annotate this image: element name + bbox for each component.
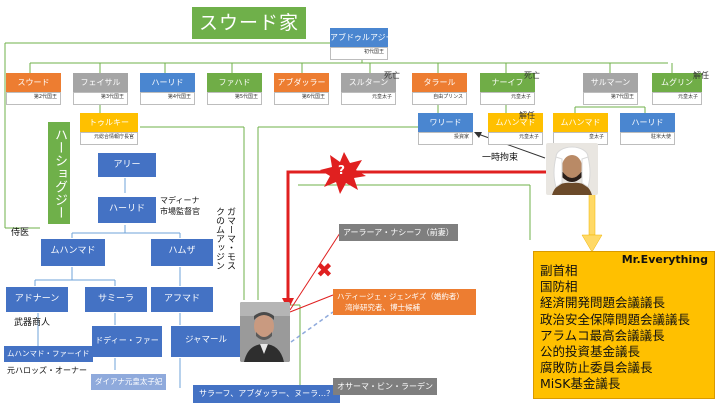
role-item: 経済開発問題会議議長: [540, 295, 666, 311]
son-card-fahd[interactable]: ファハド 第5代国王: [207, 73, 262, 105]
son-card-khalid[interactable]: ハーリド 第4代国王: [140, 73, 195, 105]
role-item: 副首相: [540, 263, 578, 278]
son-name: ファハド: [207, 73, 262, 92]
role-item: 国防相: [540, 279, 578, 295]
person-ahmad[interactable]: アフマド: [150, 286, 214, 313]
founder-name: アブドゥルアジーズ: [330, 28, 388, 47]
role-item: 公的投資基金議長: [540, 344, 641, 360]
grandson-name: ハーリド: [620, 113, 675, 132]
son-name: スルターン: [341, 73, 396, 92]
muhammad-role: 侍医: [11, 228, 30, 238]
role-item: 腐敗防止委員会議長: [540, 360, 653, 376]
muhammad-fayed-role: 元ハロッズ・オーナー: [7, 366, 87, 375]
person-muhammad-fayed[interactable]: ムハンマド・ファーイド: [4, 346, 93, 362]
person-jamal[interactable]: ジャマール: [170, 325, 242, 358]
grandson-card-walid[interactable]: ワリード 投資家: [418, 113, 473, 145]
founder-card[interactable]: アブドゥルアジーズ 初代国王: [330, 28, 388, 60]
son-note: 第6代国王: [274, 92, 329, 105]
khalid-role: マディーナ 市場監督官: [160, 196, 200, 216]
grandson-name: ムハンマド: [553, 113, 608, 132]
jamal-photo: [240, 302, 290, 362]
son-card-muqrin[interactable]: ムグリン 元皇太子: [652, 73, 702, 105]
grandson-card-mbs[interactable]: ムハンマド 皇太子: [553, 113, 608, 145]
person-hamza[interactable]: ハムザ: [150, 238, 214, 267]
status-dismissed: 解任: [693, 71, 709, 80]
cross-mark-icon: ✖: [316, 258, 333, 282]
son-card-abdullah[interactable]: アブダッラー 第6代国王: [274, 73, 329, 105]
founder-note: 初代国王: [330, 47, 388, 60]
role-item: アラムコ最高会議議長: [540, 327, 665, 343]
status-died: 死亡: [384, 71, 400, 80]
son-note: 第2代国王: [6, 92, 61, 105]
grandson-note: 元皇太子: [488, 132, 543, 145]
son-card-sultan[interactable]: スルターン 元皇太子: [341, 73, 396, 105]
saud-family-title: スウード家: [192, 7, 306, 39]
grandson-name: ムハンマド: [488, 113, 543, 132]
son-note: 第3代国王: [73, 92, 128, 105]
person-adnan[interactable]: アドナーン: [5, 286, 69, 313]
son-card-saud[interactable]: スウード 第2代国王: [6, 73, 61, 105]
status-died: 死亡: [524, 71, 540, 80]
grandson-note: 投資家: [418, 132, 473, 145]
son-note: 第7代国王: [583, 92, 638, 105]
person-dodi[interactable]: ドディー・ファーイド: [91, 325, 163, 374]
mr-everything-box: Mr.Everything 副首相 国防相 経済開発問題会議議長 政治安全保障問…: [533, 251, 715, 399]
grandson-card-turki[interactable]: トゥルキー 元総合情報庁長官: [80, 113, 138, 145]
son-name: タラール: [412, 73, 467, 92]
person-ali[interactable]: アリー: [97, 152, 157, 178]
grandson-card-muhammad-nayef[interactable]: ムハンマド 元皇太子: [488, 113, 543, 145]
adnan-role: 武器商人: [14, 318, 51, 328]
mbs-photo: [546, 143, 598, 195]
explosion-icon: [320, 152, 366, 194]
son-name: ナーイフ: [480, 73, 535, 92]
grandson-name: ワリード: [418, 113, 473, 132]
role-item: 政治安全保障問題会議議長: [540, 311, 691, 327]
son-card-salman[interactable]: サルマーン 第7代国王: [583, 73, 638, 105]
role-item: MiSK基金議長: [540, 376, 621, 392]
jamal-children[interactable]: サラーフ、アブダッラー、ヌーラ…？: [193, 385, 341, 403]
son-note: 自由プリンス: [412, 92, 467, 105]
person-diana[interactable]: ダイアナ元皇太子妃: [91, 374, 167, 390]
hatice-role: 湾岸研究者、博士候補: [345, 303, 420, 312]
son-card-talal[interactable]: タラール 自由プリンス: [412, 73, 467, 105]
son-note: 第4代国王: [140, 92, 195, 105]
detention-label: 一時拘束: [482, 153, 519, 163]
son-note: 元皇太子: [480, 92, 535, 105]
person-khalid[interactable]: ハーリド: [97, 196, 157, 224]
hatice-name: ハティージェ・ジェンギズ（婚約者）: [337, 292, 464, 301]
question-mark: ?: [338, 163, 345, 177]
person-hatice-cengiz[interactable]: ハティージェ・ジェンギズ（婚約者） 湾岸研究者、博士候補: [333, 289, 476, 315]
person-osama-bin-laden[interactable]: オサーマ・ビン・ラーデン: [333, 378, 437, 395]
grandson-name: トゥルキー: [80, 113, 138, 132]
son-name: ムグリン: [652, 73, 702, 92]
son-name: スウード: [6, 73, 61, 92]
person-alaa-nassif[interactable]: アーラーア・ナシーフ（前妻）: [339, 224, 458, 241]
son-note: 第5代国王: [207, 92, 262, 105]
son-card-faisal[interactable]: フェイサル 第3代国王: [73, 73, 128, 105]
son-card-nayef[interactable]: ナーイフ 元皇太子: [480, 73, 535, 105]
hamza-role: ガマーマ・モス クのムアッジン: [214, 207, 235, 270]
grandson-card-khalid-salman[interactable]: ハーリド 駐米大使: [620, 113, 675, 145]
son-note: 元皇太子: [652, 92, 702, 105]
son-name: アブダッラー: [274, 73, 329, 92]
hashoggi-family-title: ハーショグジー家: [30, 122, 70, 224]
son-name: フェイサル: [73, 73, 128, 92]
status-dismissed: 解任: [519, 111, 535, 120]
son-name: ハーリド: [140, 73, 195, 92]
grandson-note: 駐米大使: [620, 132, 675, 145]
person-muhammad[interactable]: ムハンマド: [40, 238, 106, 267]
son-note: 元皇太子: [341, 92, 396, 105]
mr-everything-title: Mr.Everything: [621, 253, 708, 266]
grandson-note: 元総合情報庁長官: [80, 132, 138, 145]
son-name: サルマーン: [583, 73, 638, 92]
mr-everything-roles: 副首相 国防相 経済開発問題会議議長 政治安全保障問題会議議長 アラムコ最高会議…: [540, 263, 690, 393]
person-samira[interactable]: サミーラ: [84, 286, 148, 313]
